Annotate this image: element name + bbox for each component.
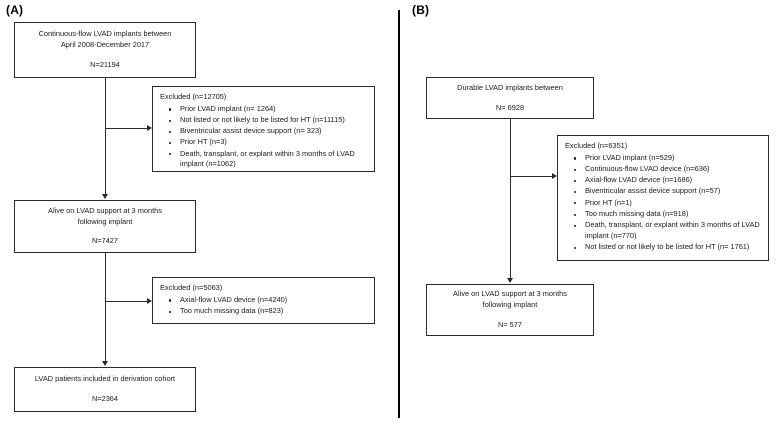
list-item: Death, transplant, or explant within 3 m… xyxy=(565,220,762,241)
node-b-alive-line1: Alive on LVAD support at 3 months xyxy=(453,289,567,299)
list-item: Axial-flow LVAD device (n=1686) xyxy=(565,175,762,186)
node-a-source-n: N=21194 xyxy=(90,59,120,69)
node-a-alive: Alive on LVAD support at 3 months follow… xyxy=(14,200,196,253)
list-item: Death, transplant, or explant within 3 m… xyxy=(160,149,368,170)
connector-a-trunk1 xyxy=(105,78,106,198)
connector-a-branch2 xyxy=(105,301,147,302)
node-b-excluded-1-head: Excluded (n=6351) xyxy=(565,141,628,150)
node-a-excluded-2-list: Axial-flow LVAD device (n=4240) Too much… xyxy=(160,295,368,317)
node-a-source-line1: Continuous-flow LVAD implants between xyxy=(38,29,172,39)
connector-a-branch2-arrow xyxy=(147,298,152,304)
connector-b-trunk1-arrow xyxy=(507,278,513,283)
node-a-excluded-1-head: Excluded (n=12705) xyxy=(160,92,227,101)
list-item: Too much missing data (n=918) xyxy=(565,209,762,220)
node-a-source-line2: April 2008-December 2017 xyxy=(60,40,150,50)
list-item: Prior HT (n=1) xyxy=(565,198,762,209)
connector-a-trunk1-arrow xyxy=(102,194,108,199)
node-a-final-line1: LVAD patients included in derivation coh… xyxy=(34,374,176,384)
node-a-alive-line1: Alive on LVAD support at 3 months xyxy=(48,205,162,215)
list-item: Prior HT (n=3) xyxy=(160,137,368,148)
list-item: Not listed or not likely to be listed fo… xyxy=(160,115,368,126)
node-b-source-n: N= 6928 xyxy=(495,102,525,112)
list-item: Prior LVAD implant (n= 1264) xyxy=(160,104,368,115)
list-item: Biventricular assist device support (n= … xyxy=(160,126,368,137)
node-a-excluded-1: Excluded (n=12705) Prior LVAD implant (n… xyxy=(152,86,375,172)
node-a-final-n: N=2364 xyxy=(91,394,119,403)
panel-a-label: (A) xyxy=(6,3,24,17)
node-b-source: Durable LVAD implants between N= 6928 xyxy=(426,77,594,119)
node-b-source-line1: Durable LVAD implants between xyxy=(457,82,563,92)
node-b-excluded-1-list: Prior LVAD implant (n=529) Continuous-fl… xyxy=(565,153,762,253)
connector-a-trunk2 xyxy=(105,253,106,365)
node-a-excluded-1-list: Prior LVAD implant (n= 1264) Not listed … xyxy=(160,104,368,170)
list-item: Axial-flow LVAD device (n=4240) xyxy=(160,295,368,306)
list-item: Prior LVAD implant (n=529) xyxy=(565,153,762,164)
connector-b-branch1 xyxy=(510,176,552,177)
node-a-alive-line2: following implant xyxy=(77,216,133,226)
node-b-alive: Alive on LVAD support at 3 months follow… xyxy=(426,284,594,336)
connector-a-branch1-arrow xyxy=(147,125,152,131)
list-item: Not listed or not likely to be listed fo… xyxy=(565,242,762,253)
connector-b-branch1-arrow xyxy=(552,173,557,179)
connector-a-trunk2-arrow xyxy=(102,361,108,366)
connector-a-branch1 xyxy=(105,128,147,129)
node-a-final: LVAD patients included in derivation coh… xyxy=(14,367,196,412)
list-item: Biventricular assist device support (n=5… xyxy=(565,186,762,197)
node-a-excluded-2: Excluded (n=5063) Axial-flow LVAD device… xyxy=(152,277,375,324)
node-b-alive-line2: following implant xyxy=(482,300,538,310)
node-b-alive-n: N= 577 xyxy=(497,319,523,329)
panel-divider xyxy=(398,10,400,418)
panel-b-label: (B) xyxy=(412,3,430,17)
node-a-alive-n: N=7427 xyxy=(91,236,119,246)
node-a-excluded-2-head: Excluded (n=5063) xyxy=(160,283,223,292)
list-item: Too much missing data (n=823) xyxy=(160,306,368,317)
node-b-excluded-1: Excluded (n=6351) Prior LVAD implant (n=… xyxy=(557,135,769,261)
node-a-source: Continuous-flow LVAD implants between Ap… xyxy=(14,22,196,78)
connector-b-trunk1 xyxy=(510,119,511,282)
list-item: Continuous-flow LVAD device (n=636) xyxy=(565,164,762,175)
